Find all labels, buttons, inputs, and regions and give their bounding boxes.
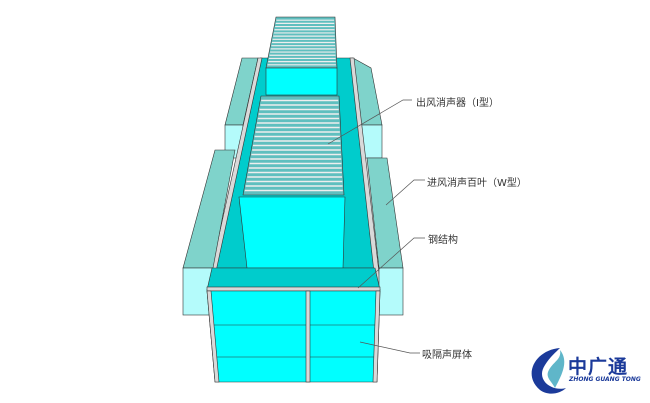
logo-icon [531, 348, 566, 394]
front-silencer-front [238, 196, 346, 269]
label-steel-structure: 钢结构 [428, 235, 458, 246]
steel-post-left [206, 290, 220, 383]
back-silencer-front [265, 67, 338, 96]
leader-steel-structure [357, 237, 425, 289]
steel-post [305, 290, 311, 383]
front-right-louver-front [378, 267, 404, 316]
logo-text-cn: 中广通 [568, 356, 629, 378]
logo-text-en: ZHONG GUANG TONG [569, 376, 641, 383]
sound-barrier-front [206, 290, 381, 383]
label-inlet-louver: 进风消声百叶（W型） [427, 178, 527, 189]
leader-inlet-louver [385, 179, 425, 206]
label-outlet-silencer: 出风消声器（I型） [416, 98, 499, 109]
leader-outlet-silencer [327, 99, 412, 145]
steel-beam-front [206, 286, 381, 292]
label-sound-barrier: 吸隔声屏体 [422, 350, 472, 361]
leader-sound-barrier [359, 341, 420, 354]
steel-post-right [372, 290, 381, 383]
